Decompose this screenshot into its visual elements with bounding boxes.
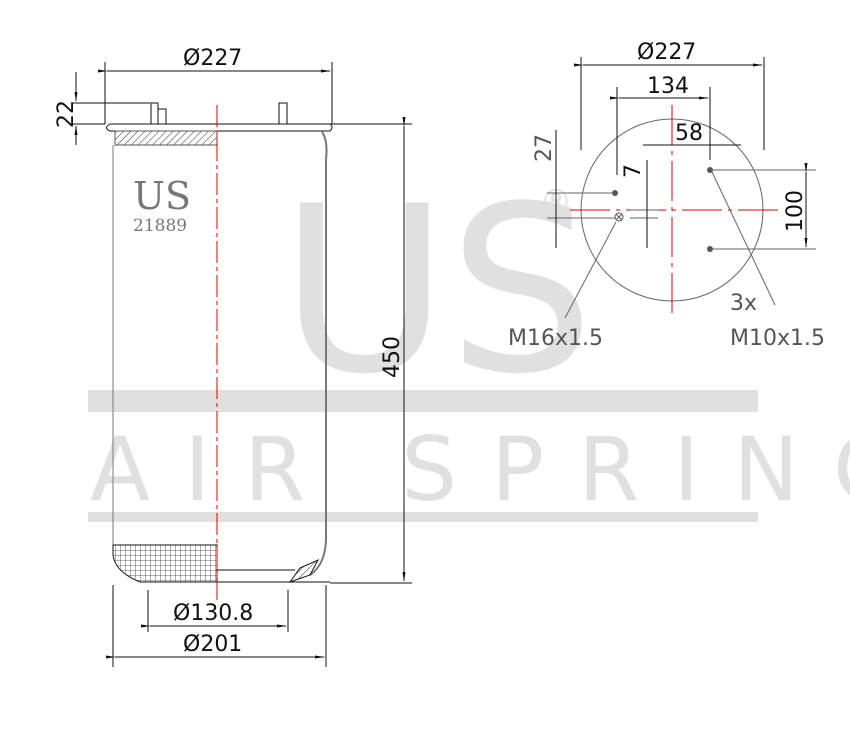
dim-offset-58: 58 [675,121,703,146]
dim-offset-7: 7 [621,164,646,178]
watermark-us: US [280,158,594,425]
watermark: US AIR SPRING ® [88,158,850,522]
dim-spacing-100: 100 [783,190,808,232]
dim-offset-27: 27 [532,134,557,162]
side-view [72,62,412,667]
top-view [547,57,816,319]
dim-top-diameter: Ø227 [183,46,242,71]
watermark-air-spring: AIR SPRING [90,418,850,521]
label-stud-thread: M10x1.5 [730,326,825,351]
brand-logo: US [133,174,191,218]
label-stud-count: 3x [730,291,757,316]
dim-outer-diameter: Ø227 [637,40,696,65]
dim-bolt-spacing: 134 [647,74,689,99]
part-number: 21889 [133,216,187,236]
dim-stud-height: 22 [54,100,79,128]
dim-height: 450 [380,336,405,378]
dim-bottom-diameter: Ø201 [183,632,242,657]
label-inlet-thread: M16x1.5 [508,326,603,351]
dim-inner-bottom-diameter: Ø130.8 [173,601,253,626]
